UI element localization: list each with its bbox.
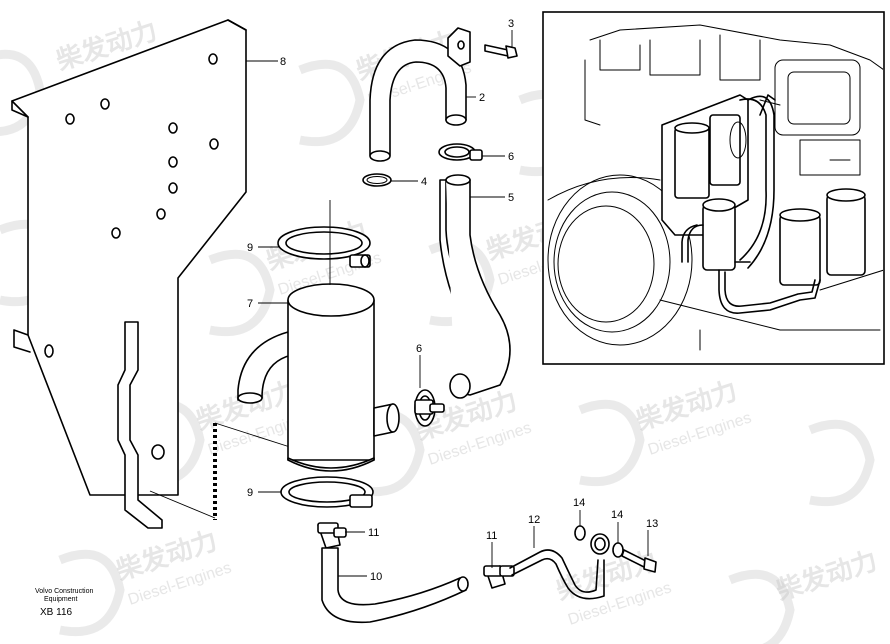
hose-clamp-lower [414,389,445,427]
callout-11-left: 11 [368,527,379,539]
callout-4: 4 [421,176,427,188]
o-ring-inner [366,176,388,184]
hose-bottom [321,547,469,624]
pipe-steel [509,549,605,600]
company-name-line2: Equipment [44,596,78,603]
banjo-fitting [590,533,610,555]
bolt-13 [621,549,657,573]
hose-long [439,174,511,399]
callout-9-lower: 9 [247,487,253,499]
bolt-3 [484,44,518,59]
callout-6-upper: 6 [508,151,514,163]
support-strap [117,321,163,529]
assembly-leader [149,490,216,519]
callout-3: 3 [508,18,514,30]
callout-10: 10 [370,571,382,583]
callout-13: 13 [646,518,658,530]
fitting-elbow-left [317,522,347,549]
washer [612,542,624,558]
hose-bend-upper [369,39,467,162]
drawing-code: XB 116 [40,607,72,618]
callout-11-right: 11 [486,530,497,542]
assembly-leader [214,422,291,448]
fitting-elbow-right [483,565,515,589]
bracket-plate [11,19,247,496]
leader-lines [246,30,713,577]
washer [574,525,586,541]
o-ring [362,173,392,187]
hose-bracket [447,27,471,67]
callout-2: 2 [479,92,485,104]
callout-12: 12 [528,514,540,526]
bracket-holes [44,53,219,460]
callout-9-upper: 9 [247,242,253,254]
callout-5: 5 [508,192,514,204]
company-name-line1: Volvo Construction [35,588,93,595]
watermark-cn: 柴发动力 [772,545,881,607]
callout-7: 7 [247,298,253,310]
callout-8: 8 [280,56,286,68]
inset-location-view [542,11,885,365]
drawing-footer: Volvo Construction Equipment XB 116 [35,588,93,618]
hose-clamp-upper [438,143,483,161]
separator-canister [237,283,400,491]
callout-14-right: 14 [611,509,623,521]
callout-labels: 8 3 2 6 4 5 9 7 6 9 11 10 11 12 14 14 13… [247,18,714,583]
hose-clamp-bottom [280,476,374,508]
callout-6-lower: 6 [416,343,422,355]
callout-14-left: 14 [573,497,585,509]
hose-clamp-top [277,226,371,268]
